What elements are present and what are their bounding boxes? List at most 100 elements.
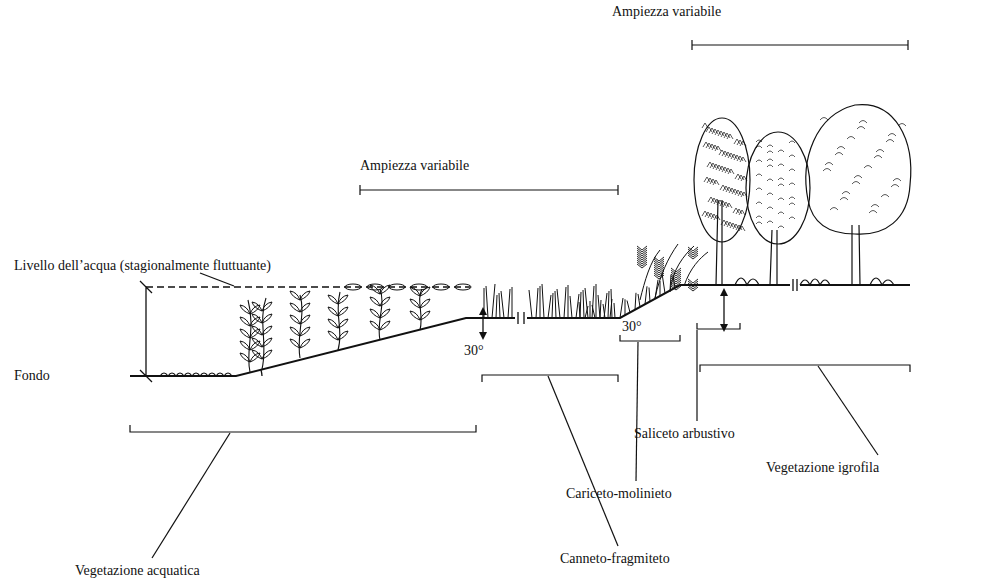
- crown-texture: [756, 202, 762, 204]
- leaf: [410, 299, 430, 308]
- reed: [611, 289, 612, 318]
- reed: [570, 296, 572, 318]
- arrow-head: [720, 288, 728, 332]
- width-bracket: [692, 40, 908, 50]
- crown-texture: [702, 211, 708, 216]
- leader-line: [548, 376, 618, 546]
- zone-bracket: [700, 365, 910, 372]
- crown-texture: [721, 220, 727, 225]
- sedge: [614, 303, 615, 318]
- reed: [501, 291, 504, 318]
- leaf: [240, 329, 260, 338]
- leaf: [290, 291, 310, 300]
- sedge: [625, 299, 626, 315]
- reed: [598, 295, 600, 318]
- reed: [512, 287, 513, 318]
- angle-label: 30°: [464, 343, 484, 358]
- leaf: [290, 315, 310, 324]
- crown-texture: [778, 226, 784, 228]
- crown-texture: [888, 134, 896, 137]
- crown-texture: [756, 174, 762, 176]
- reed: [484, 288, 485, 318]
- sedge: [585, 306, 588, 318]
- reed: [585, 288, 588, 318]
- crown-texture: [778, 184, 784, 186]
- width-label: Ampiezza variabile: [612, 4, 721, 19]
- depth-dimension: [140, 281, 152, 382]
- crown-texture: [778, 164, 784, 166]
- break-mark: [518, 279, 797, 324]
- crown-texture: [825, 163, 833, 166]
- crown-texture: [756, 216, 762, 218]
- leaf: [252, 302, 272, 311]
- reed: [542, 284, 544, 318]
- bottom-plants: [160, 373, 232, 376]
- sedge: [603, 304, 605, 318]
- crown-texture: [778, 178, 784, 180]
- angle-label: 30°: [622, 319, 642, 334]
- crown-texture: [840, 198, 848, 201]
- zone-label: Vegetazione acquatica: [75, 563, 200, 578]
- reed: [555, 291, 556, 318]
- leaf: [240, 305, 260, 314]
- floating-leaf: [389, 284, 405, 290]
- crown-texture: [842, 192, 850, 195]
- leader-line: [818, 366, 878, 455]
- reed: [583, 290, 584, 318]
- zone-label: Saliceto arbustivo: [634, 426, 735, 441]
- floating-leaf: [433, 284, 449, 290]
- floating-leaf: [367, 284, 383, 290]
- crown-texture: [871, 205, 879, 208]
- crown-texture: [886, 140, 894, 143]
- leaf: [328, 307, 348, 316]
- reed: [576, 294, 579, 318]
- crown-texture: [869, 211, 877, 214]
- leaf: [370, 321, 390, 330]
- leaf: [370, 309, 390, 318]
- crown-texture: [847, 137, 855, 140]
- crown-texture: [767, 193, 773, 195]
- tree-crown: [694, 118, 750, 242]
- sedge: [600, 300, 601, 318]
- crown-texture: [719, 150, 725, 155]
- crown-texture: [852, 182, 860, 185]
- leaf: [252, 350, 272, 359]
- sedge: [638, 294, 640, 307]
- angle-arc: [261, 370, 262, 376]
- crown-texture: [756, 140, 762, 142]
- crown-texture: [874, 156, 882, 159]
- reed: [552, 293, 553, 318]
- crown-texture: [859, 121, 867, 124]
- crown-texture: [735, 174, 741, 179]
- arrow-head: [479, 307, 487, 340]
- crown-texture: [704, 177, 710, 182]
- reed: [540, 286, 541, 318]
- reed: [496, 295, 497, 318]
- crown-texture: [756, 188, 762, 190]
- leaf: [370, 297, 390, 306]
- zone-label: Vegetazione igrofila: [766, 460, 879, 475]
- sedge: [649, 288, 650, 302]
- leaf: [252, 326, 272, 335]
- tree-trunk: [716, 200, 860, 285]
- leaf: [252, 314, 272, 323]
- reed: [596, 284, 597, 318]
- shrub-leaf: [654, 275, 664, 279]
- leader-line: [636, 342, 638, 481]
- leaf: [240, 353, 260, 362]
- leaf: [328, 319, 348, 328]
- crown-texture: [864, 166, 872, 169]
- crown-texture: [767, 207, 773, 209]
- reed: [580, 292, 581, 318]
- shrub-leaf: [688, 255, 698, 259]
- reed: [486, 286, 488, 318]
- ground-shrub: [735, 278, 894, 285]
- crown-texture: [823, 169, 831, 172]
- width-label: Ampiezza variabile: [360, 158, 469, 173]
- crown-texture: [767, 145, 773, 147]
- leaf: [290, 303, 310, 312]
- sedge: [592, 305, 595, 318]
- reed: [508, 289, 510, 318]
- crown-texture: [789, 141, 795, 143]
